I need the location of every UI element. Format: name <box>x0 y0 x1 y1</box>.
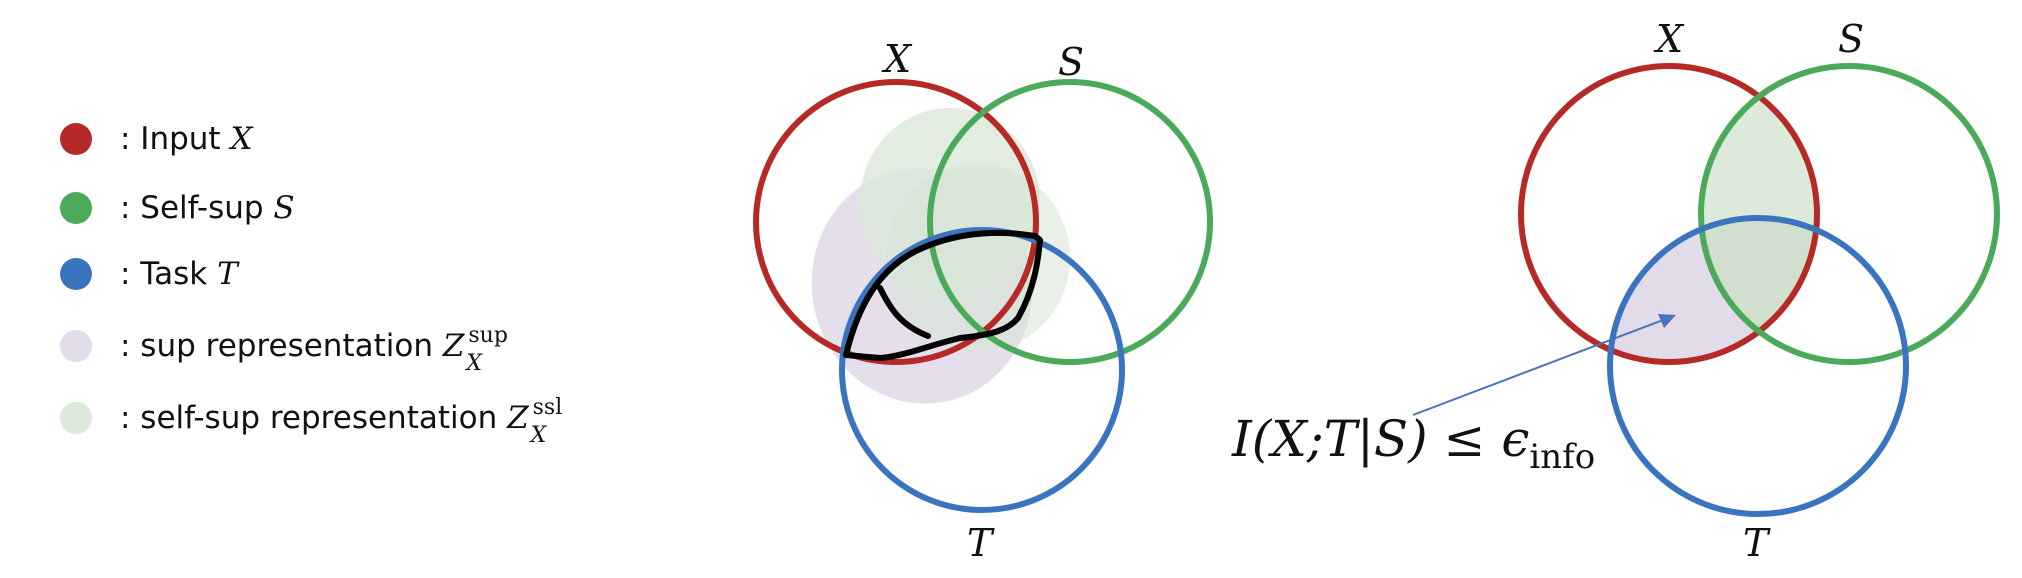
right-label-s: S <box>1838 17 1864 61</box>
s-circle <box>1698 63 2000 365</box>
left-label-s: S <box>1058 40 1084 84</box>
left-venn-diagram: X S T <box>753 37 1213 565</box>
selfsup-color-dot <box>60 192 92 224</box>
ssl-representation-color-dot <box>60 402 92 434</box>
legend-label-input: : Input X <box>120 121 253 157</box>
t-circle <box>1607 215 1909 517</box>
sup-representation-color-dot <box>60 330 92 362</box>
x-circle <box>753 79 1039 365</box>
t-circle <box>839 227 1125 513</box>
input-color-dot <box>60 123 92 155</box>
legend-label-selfsup: : Self-sup S <box>120 190 295 226</box>
left-label-x: X <box>881 37 913 81</box>
annotation-arrow <box>1412 319 1664 416</box>
x-circle <box>1518 63 1820 365</box>
right-venn-diagram: X S T <box>1412 17 2000 565</box>
task-color-dot <box>60 258 92 290</box>
conditional-mutual-information-formula: I(X;T|S) ≤ ϵinfo <box>1232 410 1596 477</box>
x-and-t-region <box>1610 218 1817 362</box>
legend-label-task: : Task T <box>120 256 238 292</box>
s-circle <box>927 79 1213 365</box>
right-label-t: T <box>1743 521 1771 565</box>
right-label-x: X <box>1653 17 1685 61</box>
hand-drawn-outline <box>843 229 1043 361</box>
left-label-t: T <box>967 521 995 565</box>
annotation-arrowhead <box>1658 314 1676 328</box>
